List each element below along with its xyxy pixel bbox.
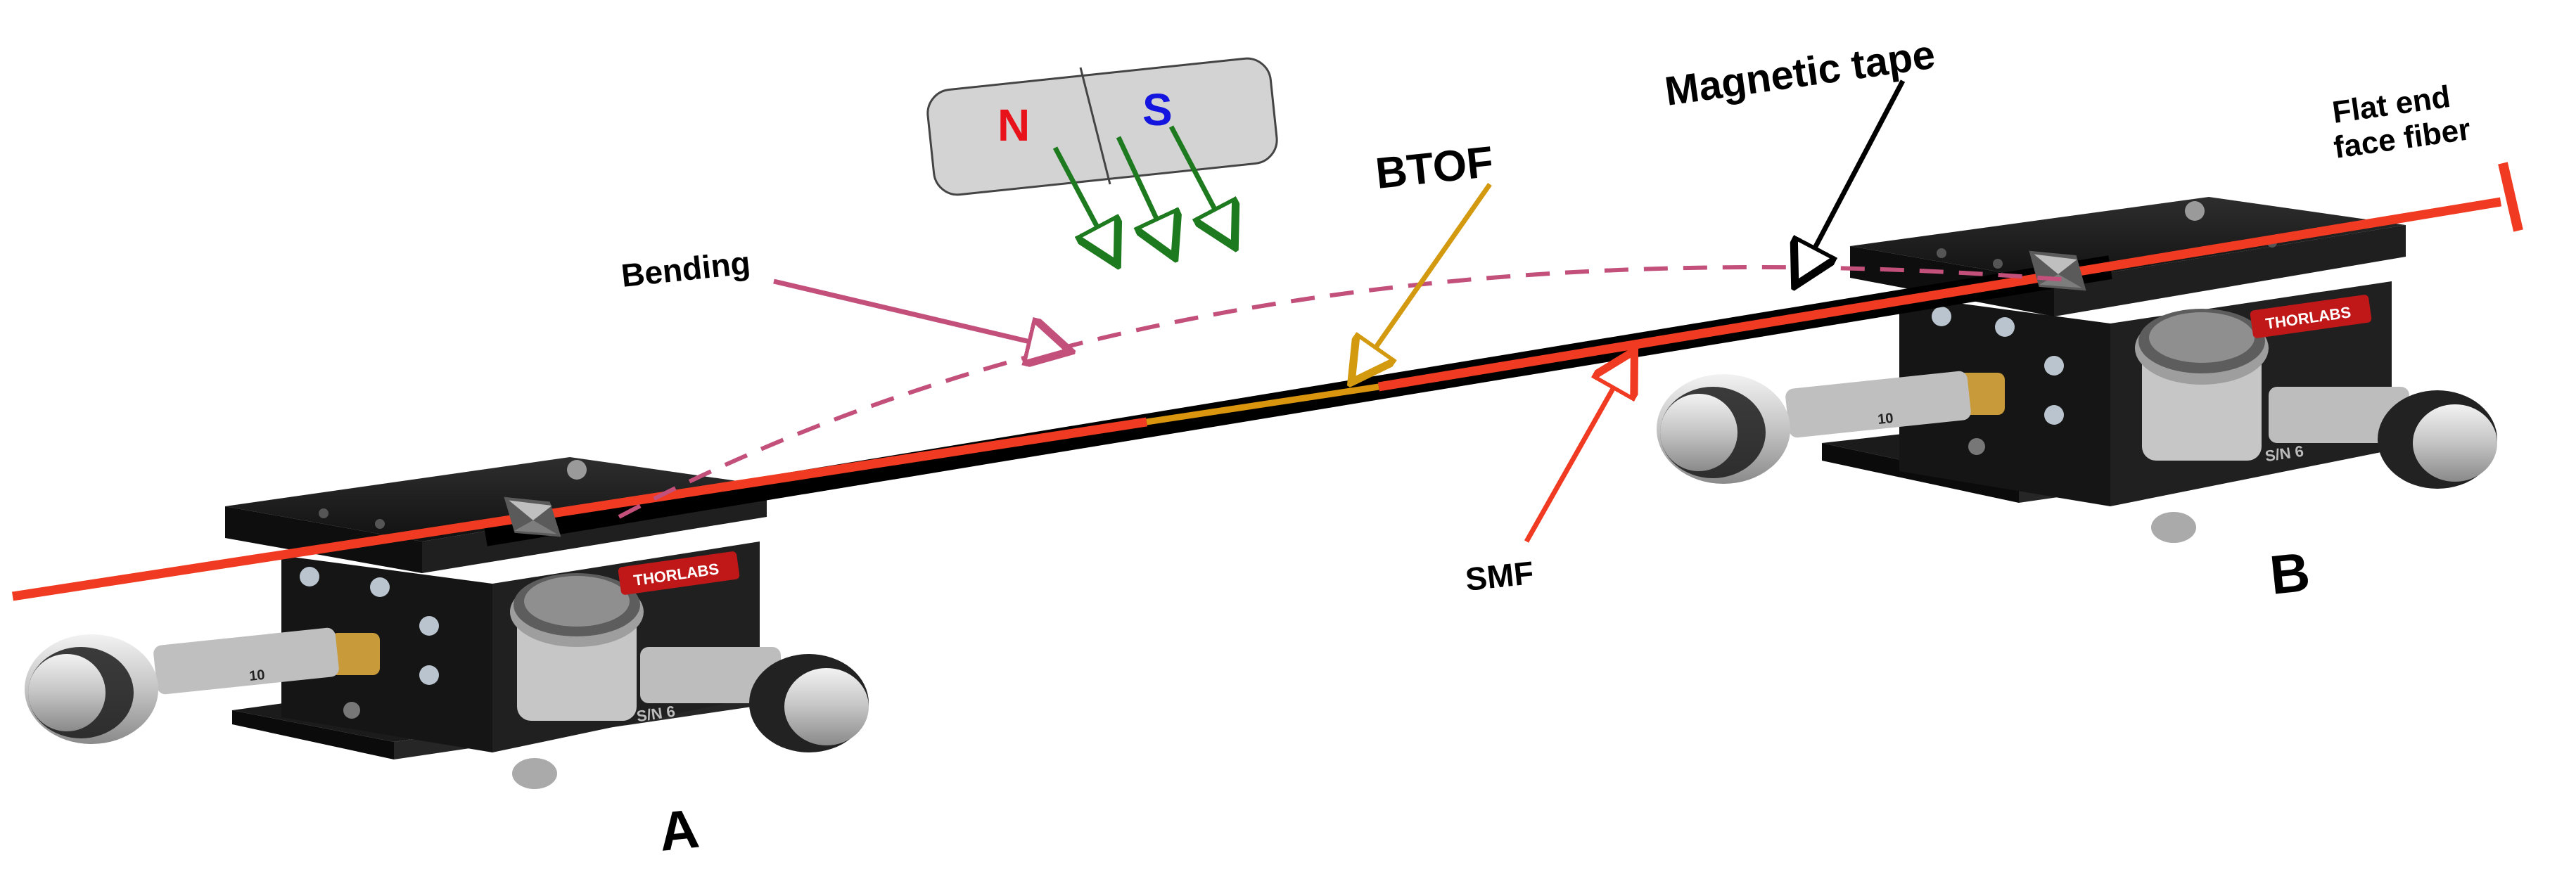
stage-a-micrometer-scale: 10	[248, 667, 265, 684]
clamp-a	[504, 496, 561, 537]
smf-pointer	[1524, 355, 1632, 543]
stage-a-label: A	[656, 797, 702, 862]
smf-label: SMF	[1464, 554, 1536, 598]
bending-label: Bending	[620, 244, 752, 294]
flat-end-face	[2498, 162, 2523, 232]
smf-fiber-left	[12, 417, 1147, 601]
magnetic-tape-label: Magnetic tape	[1662, 32, 1938, 115]
magnet-south-label: S	[1142, 84, 1173, 135]
translation-stage-b: 10 THORLABS S/N 6	[1657, 197, 2497, 543]
btof-label: BTOF	[1373, 138, 1496, 198]
magnetic-tape-pointer	[1797, 79, 1906, 281]
magnet-north-label: N	[997, 100, 1030, 150]
translation-stage-a: 10 THORLABS S/N 6	[25, 457, 869, 789]
stage-b-label: B	[2267, 540, 2313, 605]
stage-b-micrometer-scale: 10	[1877, 411, 1894, 428]
magnetic-field-arrows	[1052, 125, 1232, 260]
magnet: N S	[926, 57, 1278, 196]
smf-fiber-right	[1377, 197, 2502, 392]
btof-segment	[1146, 383, 1379, 425]
btof-pointer	[1354, 182, 1492, 378]
bending-pointer	[773, 278, 1066, 350]
